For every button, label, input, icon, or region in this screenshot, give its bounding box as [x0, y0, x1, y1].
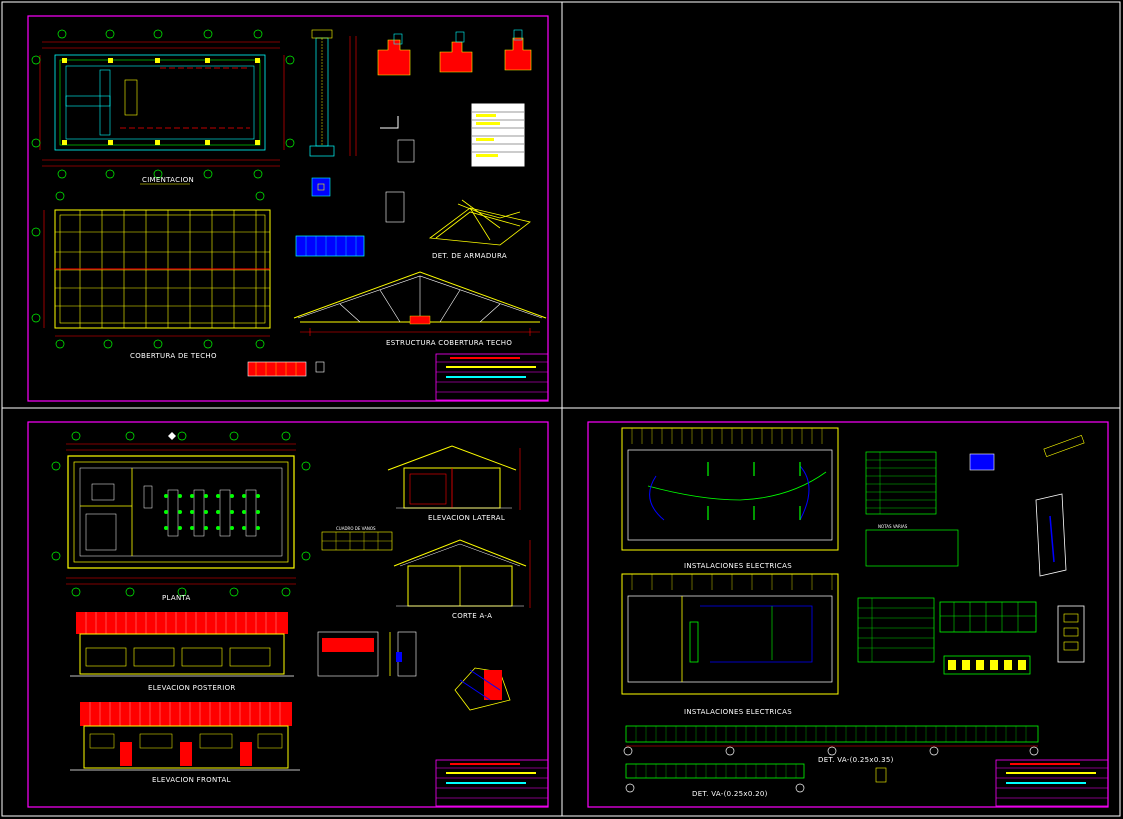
floor-plan [51, 431, 311, 597]
electrical-plan-2 [621, 573, 839, 695]
electrical-title-2: INSTALACIONES ELECTRICAS [684, 708, 792, 716]
rear-elevation [70, 612, 294, 677]
side-elevation-title: ELEVACION LATERAL [428, 514, 505, 522]
sheet-1-border [1, 1, 563, 409]
sheet-empty-border [561, 1, 1121, 409]
footing-sections [377, 29, 532, 76]
beam-detail [247, 361, 325, 377]
sheet-2-frame [27, 421, 549, 808]
foundation-title: CIMENTACION [142, 176, 194, 184]
electrical-title-1: INSTALACIONES ELECTRICAS [684, 562, 792, 570]
window-table [321, 531, 393, 551]
title-block-sheet-3 [995, 759, 1109, 807]
architecture-details [317, 631, 511, 711]
column-detail [309, 29, 357, 157]
board-diagrams [939, 435, 1085, 675]
sheet-3-frame [587, 421, 1109, 808]
electrical-plan-1 [621, 427, 839, 551]
sheet-3-border [561, 407, 1121, 817]
title-block-sheet-2 [435, 759, 549, 807]
beam-va2-title: DET. VA-(0.25x0.20) [692, 790, 768, 798]
truss-3d-detail [428, 199, 531, 246]
front-elevation [70, 702, 300, 771]
beam-va2 [625, 763, 887, 793]
specifications-table [471, 103, 525, 167]
truss-detail-title: DET. DE ARMADURA [432, 252, 507, 260]
side-elevation [387, 445, 521, 510]
section-a-a [393, 539, 531, 608]
roof-cover-title: COBERTURA DE TECHO [130, 352, 217, 360]
foundation-plan [31, 29, 295, 179]
plan-title: PLANTA [162, 594, 191, 602]
roof-structure-title: ESTRUCTURA COBERTURA TECHO [386, 339, 512, 347]
title-block-sheet-1 [435, 353, 549, 401]
rear-elevation-title: ELEVACION POSTERIOR [148, 684, 236, 692]
front-elevation-title: ELEVACION FRONTAL [152, 776, 231, 784]
roof-cover-plan [31, 191, 271, 349]
sheet-1-frame [27, 15, 549, 402]
electrical-legends [857, 451, 995, 663]
window-table-title: CUADRO DE VANOS [336, 526, 376, 531]
beam-va1-title: DET. VA-(0.25x0.35) [818, 756, 894, 764]
section-title: CORTE A-A [452, 612, 492, 620]
beam-va1 [623, 725, 1039, 756]
roof-truss-elevation [293, 271, 547, 336]
small-details [295, 116, 415, 257]
notes-title: NOTAS VARIAS [878, 524, 908, 529]
